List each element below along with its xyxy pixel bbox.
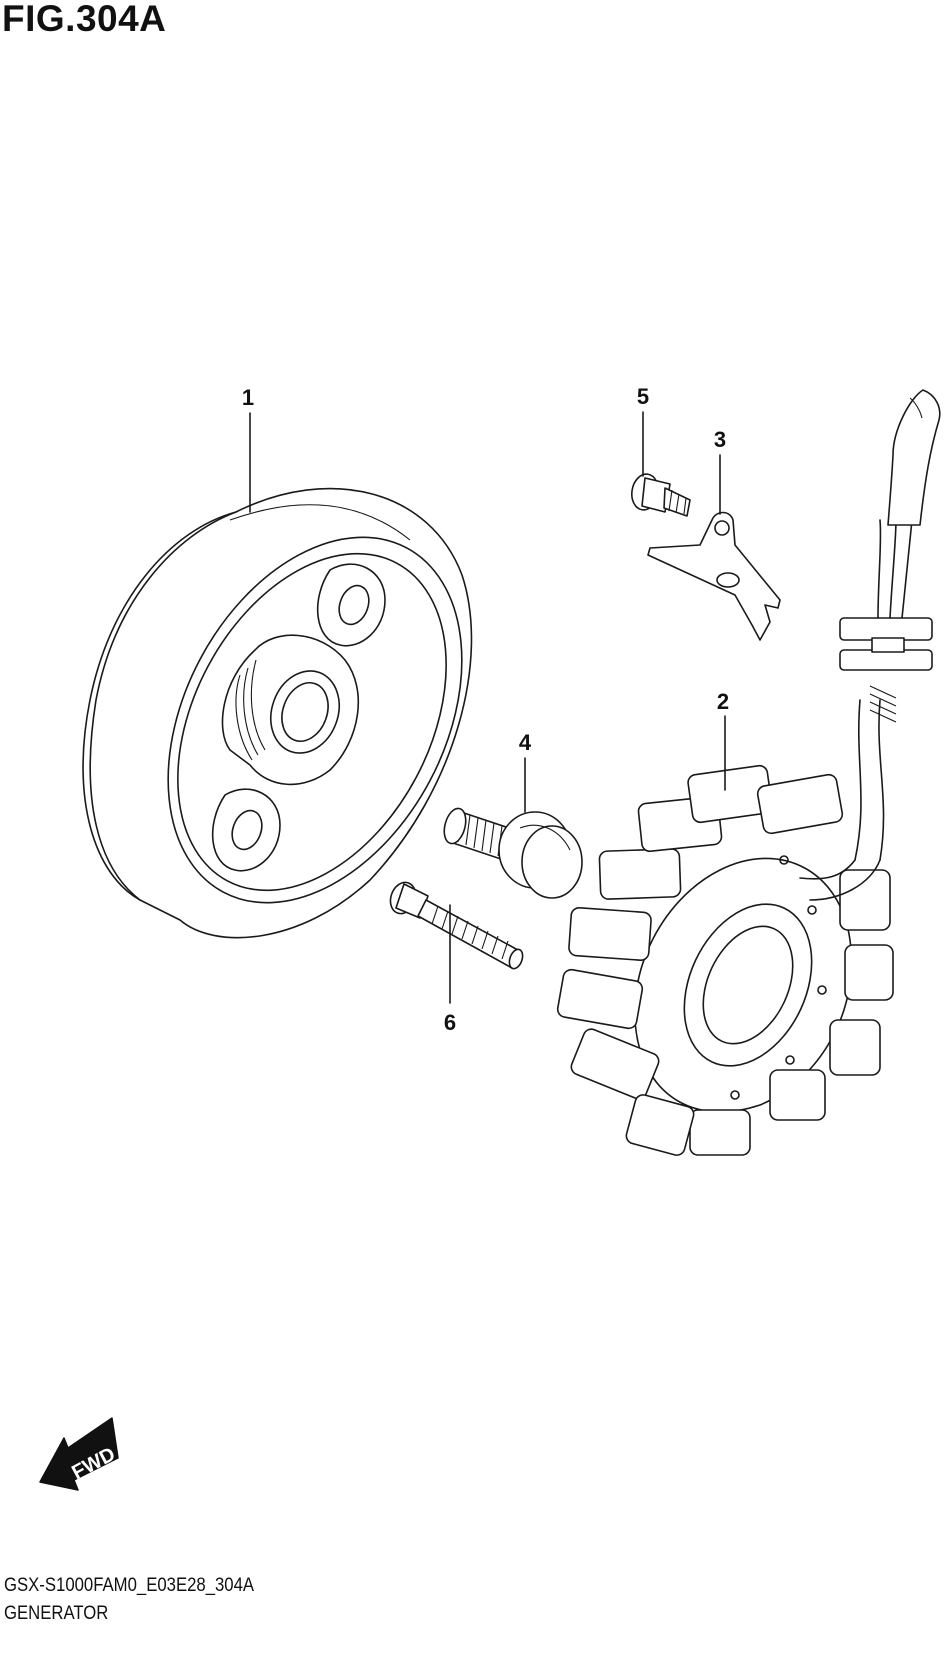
stator-coil-assembly[interactable] (556, 389, 941, 1157)
figure-code: GSX-S1000FAM0_E03E28_304A (4, 1575, 255, 1596)
stator-bolt[interactable] (386, 879, 525, 971)
callout-1[interactable]: 1 (242, 385, 254, 410)
flywheel-bolt[interactable] (441, 806, 583, 899)
bracket-screw[interactable] (629, 472, 691, 517)
callout-5[interactable]: 5 (637, 384, 649, 409)
figure-title: FIG.304A (2, 0, 167, 39)
figure-name: GENERATOR (4, 1603, 109, 1624)
callout-3[interactable]: 3 (714, 427, 726, 452)
callout-4[interactable]: 4 (519, 730, 532, 755)
flywheel-rotor[interactable] (82, 487, 521, 953)
fwd-arrow-icon: FWD (39, 1417, 119, 1491)
callout-2[interactable]: 2 (717, 689, 729, 714)
callout-6[interactable]: 6 (444, 1010, 456, 1035)
lead-wire-bracket[interactable] (647, 511, 781, 641)
